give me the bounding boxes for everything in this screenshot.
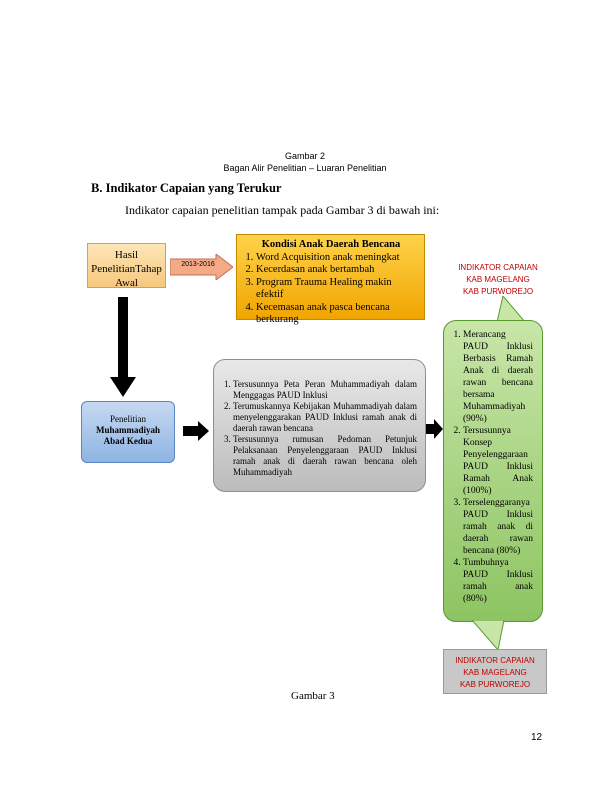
down-arrow-icon (110, 297, 136, 397)
outputs-box: Tersusunnya Peta Peran Muhammadiyah dala… (213, 359, 426, 492)
research-box-line: Abad Kedua (103, 436, 153, 446)
callout-tail-top-icon (496, 296, 526, 322)
list-item: Kecerdasan anak bertambah (256, 264, 420, 277)
research-box: Penelitian Muhammadiyah Abad Kedua (81, 401, 175, 463)
initial-box-line: Awal (115, 277, 138, 289)
region-label-line: INDIKATOR CAPAIAN (458, 263, 538, 272)
region-label-line: KAB MAGELANG (466, 275, 530, 284)
conditions-title: Kondisi Anak Daerah Bencana (261, 239, 401, 250)
indicators-list: Merancang PAUD Inklusi Berbasis Ramah An… (449, 329, 533, 605)
list-item: Tersusunnya Peta Peran Muhammadiyah dala… (233, 379, 417, 401)
list-item: Terumuskannya Kebijakan Muhammadiyah dal… (233, 401, 417, 434)
conditions-box: Kondisi Anak Daerah Bencana Word Acquisi… (236, 234, 425, 325)
intro-paragraph: Indikator capaian penelitian tampak pada… (125, 203, 440, 217)
list-item: Tumbuhnya PAUD Inklusi ramah anak (80%) (463, 557, 533, 605)
initial-box-line: Hasil (114, 249, 139, 261)
right-arrow-icon (183, 421, 209, 441)
year-arrow-icon (170, 254, 233, 280)
initial-research-box: Hasil PenelitianTahap Awal (87, 243, 166, 289)
figure-title: Bagan Alir Penelitian – Luaran Penelitia… (223, 163, 387, 173)
region-label-line: KAB PURWOREJO (462, 287, 534, 296)
research-box-line: Muhammadiyah (95, 425, 160, 435)
region-label-line: KAB MAGELANG (463, 668, 527, 677)
region-label-line: KAB PURWOREJO (459, 680, 531, 689)
list-item: Terselenggaranya PAUD Inklusi ramah anak… (463, 497, 533, 557)
list-item: Tersusunnya rumusan Pedoman Petunjuk Pel… (233, 434, 417, 478)
page-number: 12 (531, 732, 543, 743)
research-box-line: Penelitian (110, 414, 146, 424)
initial-box-line: PenelitianTahap (91, 263, 162, 275)
outputs-list: Tersusunnya Peta Peran Muhammadiyah dala… (221, 379, 417, 478)
figure-caption-top: Gambar 2 Bagan Alir Penelitian – Luaran … (210, 150, 400, 174)
figure-number: Gambar 2 (284, 151, 326, 161)
list-item: Program Trauma Healing makin efektif (256, 277, 420, 302)
list-item: Merancang PAUD Inklusi Berbasis Ramah An… (463, 329, 533, 425)
region-label-line: INDIKATOR CAPAIAN (455, 656, 535, 665)
list-item: Word Acquisition anak meningkat (256, 252, 420, 265)
list-item: Tersusunnya Konsep Penyelenggaraan PAUD … (463, 425, 533, 497)
year-range-label: 2013-2016 (181, 261, 215, 268)
right-arrow-icon (426, 419, 443, 439)
figure-caption-bottom: Gambar 3 (291, 690, 335, 702)
list-item: Kecemasan anak pasca bencana berkurang (256, 302, 420, 327)
conditions-list: Word Acquisition anak meningkat Kecerdas… (242, 252, 420, 327)
section-heading: B. Indikator Capaian yang Terukur (91, 181, 282, 195)
region-label-bottom: INDIKATOR CAPAIAN KAB MAGELANG KAB PURWO… (443, 649, 547, 694)
callout-tail-bottom-icon (471, 620, 505, 650)
indicators-box: Merancang PAUD Inklusi Berbasis Ramah An… (443, 320, 543, 622)
region-label-top: INDIKATOR CAPAIAN KAB MAGELANG KAB PURWO… (448, 262, 548, 298)
